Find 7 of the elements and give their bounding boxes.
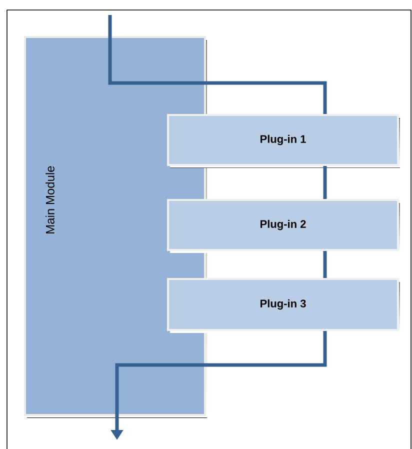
plugin-box: Plug-in 2 xyxy=(167,199,400,253)
flow-line xyxy=(323,166,327,199)
module-box: Main Module xyxy=(24,36,207,418)
flow-line xyxy=(108,15,327,114)
plugin-box: Plug-in 1 xyxy=(167,114,400,168)
flow-line xyxy=(323,251,327,278)
plugin-box: Plug-in 3 xyxy=(167,278,400,333)
